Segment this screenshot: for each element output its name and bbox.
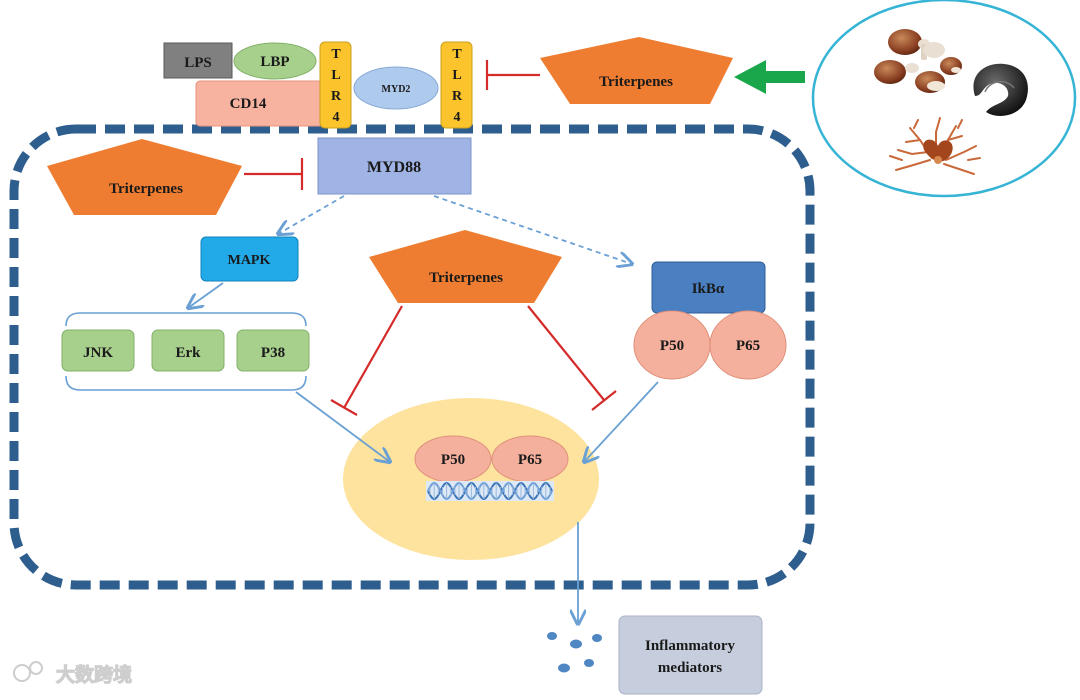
lbp-ellipse bbox=[233, 42, 317, 80]
p65-nuc-label: P65 bbox=[518, 452, 542, 468]
tlr4-right-letter: T bbox=[452, 47, 462, 62]
p38-label: P38 bbox=[261, 345, 285, 361]
p38-box bbox=[236, 329, 310, 372]
tlr4-right-bar bbox=[440, 41, 473, 129]
tlr4-left-letter: R bbox=[331, 89, 342, 104]
tlr4-left-bar bbox=[319, 41, 352, 129]
triterpenes-center-label: Triterpenes bbox=[429, 270, 503, 286]
kinase-bracket-top bbox=[65, 312, 307, 327]
myd2-ellipse bbox=[353, 66, 439, 110]
p50-cyto-label: P50 bbox=[660, 338, 684, 354]
erk-label: Erk bbox=[175, 345, 201, 361]
arrow-nfkb-nucleus bbox=[584, 381, 659, 462]
lps-label: LPS bbox=[184, 55, 212, 71]
lps-box bbox=[163, 42, 233, 79]
ikba-box bbox=[651, 261, 766, 314]
mediator-dots bbox=[547, 632, 602, 673]
arrow-mapk-kinases bbox=[188, 282, 224, 308]
myd88-box bbox=[317, 137, 472, 195]
cell-membrane bbox=[9, 124, 815, 590]
myd2-label: MYD2 bbox=[382, 84, 411, 95]
mapk-box bbox=[200, 236, 299, 282]
myd88-label: MYD88 bbox=[367, 159, 421, 176]
inhibit-top bbox=[485, 60, 540, 90]
arrow-myd88-ikba bbox=[433, 195, 632, 264]
inhibit-center-left bbox=[330, 305, 403, 416]
tlr4-right-letter: R bbox=[452, 89, 463, 104]
dna-helix-icon bbox=[426, 481, 554, 501]
triterpenes-top-label: Triterpenes bbox=[599, 74, 673, 90]
tlr4-right-letter: 4 bbox=[454, 110, 461, 125]
ikba-label: IkBα bbox=[692, 281, 725, 297]
tlr4-left-letter: T bbox=[331, 47, 341, 62]
fungi-source-circle bbox=[811, 0, 1077, 198]
tlr4-right-letter: L bbox=[452, 68, 461, 83]
mediators-label-line1: Inflammatory bbox=[645, 638, 735, 654]
triterpenes-left-pentagon bbox=[47, 139, 242, 215]
mediators-box bbox=[618, 615, 763, 695]
mushroom-fungi-icon bbox=[874, 29, 1028, 175]
tlr4-left-letter: L bbox=[331, 68, 340, 83]
arrow-myd88-mapk bbox=[278, 195, 345, 234]
mapk-label: MAPK bbox=[228, 253, 271, 268]
p50-nuc-label: P50 bbox=[441, 452, 465, 468]
watermark: 大数跨境 bbox=[13, 661, 133, 687]
kinase-bracket-bottom bbox=[65, 375, 307, 391]
jnk-label: JNK bbox=[83, 345, 113, 361]
tlr4-left-letter: 4 bbox=[333, 110, 340, 125]
source-arrow bbox=[734, 60, 805, 94]
triterpenes-center-pentagon bbox=[369, 230, 562, 303]
jnk-box bbox=[61, 329, 135, 372]
mediators-label-line2: mediators bbox=[658, 660, 722, 676]
erk-box bbox=[151, 329, 225, 372]
p65-cyto-label: P65 bbox=[736, 338, 760, 354]
arrow-kinases-nucleus bbox=[295, 391, 390, 462]
triterpenes-top-pentagon bbox=[540, 37, 733, 104]
inhibit-left bbox=[244, 158, 304, 190]
cd14-label: CD14 bbox=[230, 96, 267, 112]
inhibit-center-right bbox=[527, 305, 617, 411]
watermark-text: 大数跨境 bbox=[56, 663, 132, 686]
lbp-label: LBP bbox=[260, 54, 289, 70]
p65-cyto-circle bbox=[709, 310, 787, 380]
triterpenes-left-label: Triterpenes bbox=[109, 181, 183, 197]
